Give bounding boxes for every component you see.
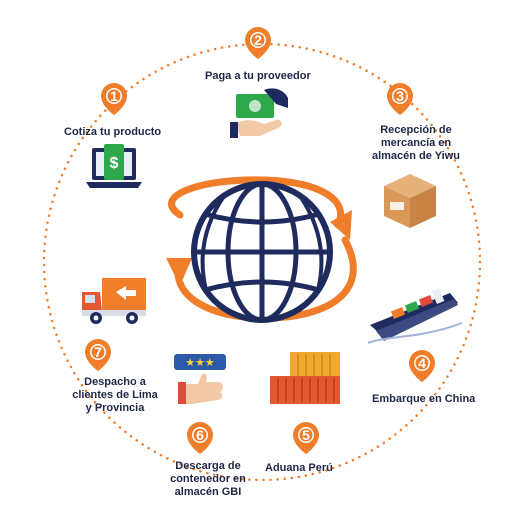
step-6-pin: 6: [187, 422, 213, 454]
step-3-number: 3: [396, 88, 404, 104]
shipping-containers-icon: [270, 352, 340, 404]
step-4-label: Embarque en China: [372, 393, 476, 405]
step-1-label: Cotiza tu producto: [64, 126, 162, 138]
step-7-label: Despacho a clientes de Lima y Provincia: [72, 376, 158, 414]
globe-icon: [166, 176, 357, 323]
step-2-label: Paga a tu proveedor: [205, 70, 311, 82]
step-3-pin: 3: [387, 83, 413, 115]
step-7-number: 7: [94, 344, 102, 360]
step-5-number: 5: [302, 427, 310, 443]
svg-text:$: $: [110, 155, 119, 172]
cargo-ship-icon: [367, 288, 463, 344]
step-2-pin: 2: [245, 27, 271, 59]
thumbs-up-rating-icon: ★★★: [174, 354, 226, 404]
step-2-number: 2: [254, 32, 262, 48]
hand-money-icon: [230, 88, 288, 138]
step-4-number: 4: [418, 355, 426, 371]
step-3-label: Recepción de mercancía en almacén de Yiw…: [371, 124, 461, 162]
step-6-number: 6: [196, 427, 204, 443]
cardboard-box-icon: [384, 174, 436, 228]
step-1-number: 1: [110, 88, 118, 104]
step-1-pin: 1: [101, 83, 127, 115]
laptop-dollar-icon: $: [86, 144, 142, 188]
step-5-pin: 5: [293, 422, 319, 454]
step-7-pin: 7: [85, 339, 111, 371]
dotted-cycle-ring: [42, 42, 482, 482]
step-5-label: Aduana Perú: [265, 462, 333, 474]
step-6-label: Descarga de contenedor en almacén GBI: [170, 460, 246, 498]
step-4-pin: 4: [409, 350, 435, 382]
delivery-truck-icon: [82, 278, 146, 324]
svg-text:★★★: ★★★: [185, 356, 215, 369]
